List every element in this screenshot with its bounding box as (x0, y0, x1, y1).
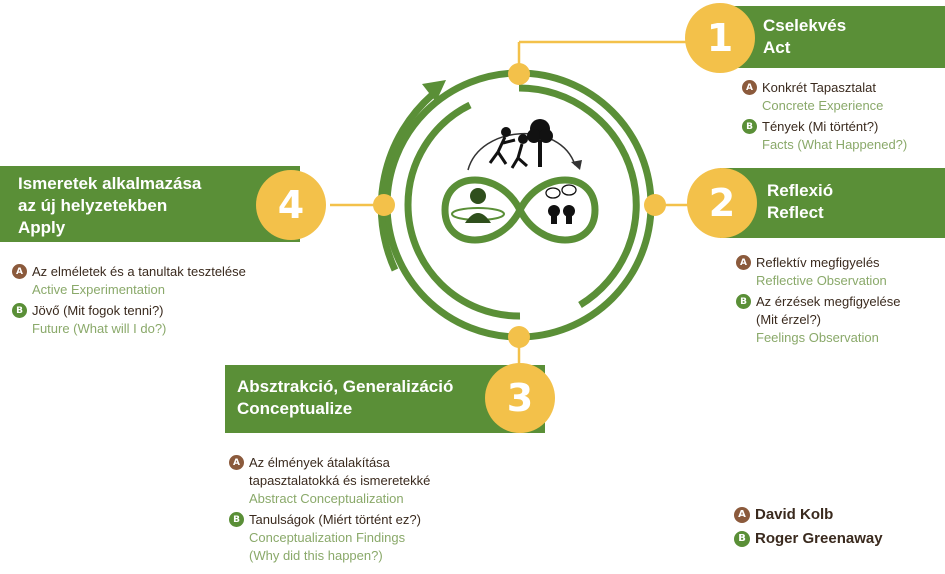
ring-dot-2 (644, 194, 666, 216)
list-item: B Jövő (Mit fogok tenni?) Future (What w… (12, 302, 246, 338)
badge-a-icon: A (229, 455, 244, 470)
ring-dot-4 (373, 194, 395, 216)
item-hu: Az élmények átalakítása (249, 455, 390, 470)
list-item: A Az élmények átalakítása tapasztalatokk… (229, 454, 430, 508)
stage-4-banner: Ismeretek alkalmazása az új helyzetekben… (0, 166, 300, 242)
small-arrow-head-icon (571, 160, 582, 170)
item-en: Reflective Observation (756, 273, 887, 288)
item-hu: Jövő (Mit fogok tenni?) (32, 303, 164, 318)
list-item: A Az elméletek és a tanultak tesztelése … (12, 263, 246, 299)
stage-4-items: A Az elméletek és a tanultak tesztelése … (12, 263, 246, 341)
arrow-head-icon (422, 80, 446, 102)
legend-item: A David Kolb (734, 506, 883, 523)
badge-b-icon: B (736, 294, 751, 309)
item-en: Conceptualization Findings (249, 530, 406, 545)
badge-a-icon: A (734, 506, 750, 523)
outer-arrow-arc (377, 92, 435, 272)
stage-3-banner: Absztrakció, Generalizáció Conceptualize (225, 365, 545, 433)
stage-2-number: 2 (687, 168, 757, 238)
item-en: Feelings Observation (756, 330, 879, 345)
tree-icon (527, 119, 553, 167)
item-en: Facts (What Happened?) (762, 137, 908, 152)
item-hu: Az elméletek és a tanultak tesztelése (32, 264, 246, 279)
badge-b-icon: B (229, 512, 244, 527)
stage-4-title-hu-1: Ismeretek alkalmazása (18, 174, 202, 193)
item-hu: tapasztalatokká és ismeretekké (249, 473, 431, 488)
badge-a-icon: A (742, 80, 757, 95)
item-en: Abstract Conceptualization (249, 491, 404, 506)
person-center-icon (451, 188, 505, 223)
stage-1-items: A Konkrét Tapasztalat Concrete Experienc… (742, 79, 907, 157)
stage-1-title-en: Act (763, 38, 791, 57)
small-arrow (467, 133, 576, 171)
ring-dot-3 (508, 326, 530, 348)
stage-3-title-en: Conceptualize (237, 399, 353, 418)
item-hu: Konkrét Tapasztalat (762, 80, 876, 95)
item-hu: Tanulságok (Miért történt ez?) (249, 512, 421, 527)
stage-2-banner: Reflexió Reflect (720, 168, 945, 238)
item-hu: Az érzések megfigyelése (756, 294, 901, 309)
ring-dot-1 (508, 63, 530, 85)
list-item: B Tanulságok (Miért történt ez?) Concept… (229, 511, 430, 565)
stage-2-title-en: Reflect (767, 203, 824, 222)
legend-name: David Kolb (755, 506, 834, 523)
legend-name: Roger Greenaway (755, 530, 883, 547)
list-item: B Az érzések megfigyelése (Mit érzel?) F… (736, 293, 901, 347)
infinity-loop (441, 176, 599, 244)
stage-2-title-hu: Reflexió (767, 181, 834, 200)
badge-b-icon: B (742, 119, 757, 134)
stage-1-banner: Cselekvés Act (720, 6, 945, 68)
item-hu: (Mit érzel?) (756, 312, 822, 327)
badge-b-icon: B (734, 530, 750, 547)
stage-3-items: A Az élmények átalakítása tapasztalatokk… (229, 454, 430, 568)
stage-1-number: 1 (685, 3, 755, 73)
list-item: A Konkrét Tapasztalat Concrete Experienc… (742, 79, 907, 115)
stage-4-title-hu-2: az új helyzetekben (18, 196, 168, 215)
badge-a-icon: A (736, 255, 751, 270)
active-people-icon (488, 127, 528, 169)
legend: A David Kolb B Roger Greenaway (734, 506, 883, 554)
badge-b-icon: B (12, 303, 27, 318)
item-hu: Reflektív megfigyelés (756, 255, 880, 270)
inner-arc-left (404, 101, 521, 320)
list-item: B Tények (Mi történt?) Facts (What Happe… (742, 118, 907, 154)
list-item: A Reflektív megfigyelés Reflective Obser… (736, 254, 901, 290)
item-hu: Tények (Mi történt?) (762, 119, 879, 134)
item-en: Future (What will I do?) (32, 321, 167, 336)
dialogue-heads-icon (545, 184, 577, 224)
item-en: Concrete Experience (762, 98, 884, 113)
stage-4-number: 4 (256, 170, 326, 240)
item-en: (Why did this happen?) (249, 548, 383, 563)
item-en: Active Experimentation (32, 282, 165, 297)
stage-3-title-hu: Absztrakció, Generalizáció (237, 377, 454, 396)
stage-2-items: A Reflektív megfigyelés Reflective Obser… (736, 254, 901, 350)
stage-3-number: 3 (485, 363, 555, 433)
stage-4-title-en: Apply (18, 218, 66, 237)
legend-item: B Roger Greenaway (734, 530, 883, 547)
badge-a-icon: A (12, 264, 27, 279)
stage-1-title-hu: Cselekvés (763, 16, 847, 35)
inner-arc-right (518, 84, 640, 308)
